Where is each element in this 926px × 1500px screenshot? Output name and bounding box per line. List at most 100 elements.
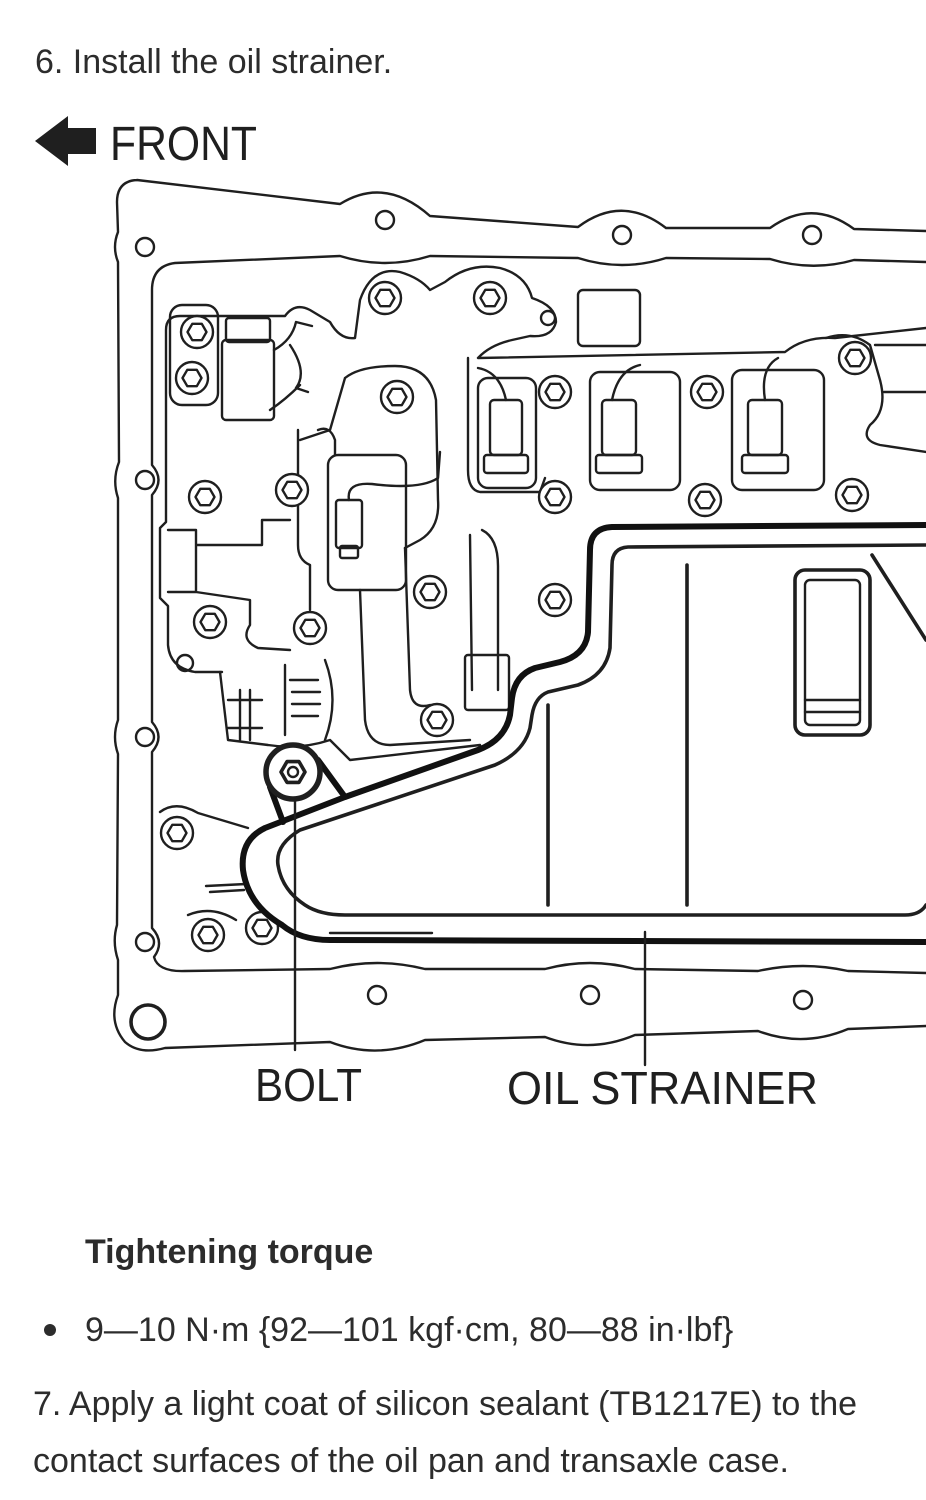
solenoid-bank-outline — [466, 356, 547, 494]
wire-connector — [463, 653, 511, 712]
solenoid-2-body — [600, 398, 638, 457]
mid-solenoid-plug — [338, 544, 360, 560]
bolt-hex-head — [299, 618, 321, 638]
bolt-flange — [689, 374, 725, 410]
valve-body-bolts — [159, 280, 873, 953]
bolt-hole — [134, 931, 156, 953]
solenoid-1-cap — [482, 453, 530, 475]
bolt-holes — [134, 209, 823, 1011]
torque-heading: Tightening torque — [85, 1233, 374, 1271]
bolt — [190, 917, 226, 953]
bolt-center — [286, 765, 300, 779]
strainer-inner-edge — [275, 543, 926, 917]
strainer-window-outer — [793, 568, 872, 737]
bracket — [226, 688, 264, 742]
wire — [468, 528, 500, 692]
torque-list-item: 9—10 N·m {92—101 kgf·cm, 80—88 in·lbf} — [0, 1308, 926, 1352]
bolt-flange — [174, 360, 210, 396]
bolt-hex-head — [479, 288, 501, 308]
bolt-hole — [366, 984, 388, 1006]
bolt — [537, 479, 573, 515]
bolt-hex-head — [544, 382, 566, 402]
solenoid-wires — [476, 356, 780, 402]
oil-strainer-label: OIL STRAINER — [507, 1062, 818, 1114]
mid-solenoid-connector — [334, 498, 364, 550]
strainer-window-bar — [803, 698, 862, 714]
bolt-hole — [611, 224, 633, 246]
bolt-flange — [537, 582, 573, 618]
strainer-window-inner — [803, 578, 862, 727]
bolt-hex-head — [197, 925, 219, 945]
bolt-hex-head — [374, 288, 396, 308]
bolt-hex-head — [194, 487, 216, 507]
valve-body-lower-left — [166, 518, 292, 652]
bolt-hex-head — [419, 582, 441, 602]
strainer-outer-edge — [239, 522, 926, 945]
lower-left-details — [158, 805, 250, 922]
bolt-hole — [134, 726, 156, 748]
strainer-rib — [546, 553, 926, 907]
bolt-flange — [292, 610, 328, 646]
bolt-flange — [837, 340, 873, 376]
bolt-hole — [374, 209, 396, 231]
wire — [268, 320, 314, 412]
bolt-flange — [687, 482, 723, 518]
bolt-flange — [159, 815, 195, 851]
wire-harness — [824, 334, 926, 454]
bolt — [159, 815, 195, 851]
bolt-label: BOLT — [255, 1059, 362, 1111]
bolt-hole — [134, 469, 156, 491]
oil-pan-flange — [113, 178, 926, 1052]
torque-list: 9—10 N·m {92—101 kgf·cm, 80—88 in·lbf} — [0, 1308, 926, 1352]
bolt-hole — [579, 984, 601, 1006]
solenoid-2-cap — [594, 453, 644, 475]
strainer-body-fill — [242, 525, 926, 942]
bolt — [292, 610, 328, 646]
large-bolt-hole — [129, 1003, 167, 1041]
bolt — [689, 374, 725, 410]
valve-body — [158, 265, 926, 953]
bolt-hex-head — [841, 485, 863, 505]
bolt — [187, 479, 223, 515]
bolt-hex-head — [251, 918, 273, 938]
bolt-hex-head — [281, 480, 303, 500]
strainer-bolt — [263, 742, 348, 825]
flange-inner-edge — [150, 254, 926, 975]
bolt — [379, 379, 415, 415]
oil-passage — [296, 427, 337, 612]
bolt-flange — [834, 477, 870, 513]
bolt — [472, 280, 508, 316]
bolt-flange — [192, 604, 228, 640]
strainer-window — [793, 568, 872, 737]
bolt-flange — [419, 702, 455, 738]
oil-strainer-installation-figure: FRONT — [35, 116, 926, 1114]
bolt-hex-head — [166, 823, 188, 843]
bolt — [687, 482, 723, 518]
upper-block — [576, 288, 642, 348]
valve-link — [298, 364, 440, 550]
bolt-flange — [179, 314, 215, 350]
solenoid-1-housing — [476, 376, 538, 490]
callouts: BOLT OIL STRAINER — [255, 798, 818, 1114]
bullet-dot — [44, 1324, 56, 1336]
bolt-flange — [379, 379, 415, 415]
bolt-hex-head — [694, 490, 716, 510]
connector-housing — [220, 338, 276, 422]
return-spring — [283, 658, 334, 742]
bolt-hex-head — [386, 387, 408, 407]
torque-spec: 9—10 N·m {92—101 kgf·cm, 80—88 in·lbf} — [85, 1311, 734, 1349]
bolt-hex-head — [844, 348, 866, 368]
bolt-hex-head — [279, 759, 307, 785]
bolt-flange — [537, 374, 573, 410]
flange-outer-edge — [113, 178, 926, 1052]
bolt-hole — [801, 224, 823, 246]
bolt-hex-head — [544, 487, 566, 507]
mid-solenoid — [326, 453, 408, 592]
step-7-instruction: 7. Apply a light coat of silicon sealant… — [33, 1385, 858, 1480]
bolt-boss — [263, 742, 323, 802]
bolt-hole — [792, 989, 814, 1011]
left-valve-block — [168, 303, 220, 407]
bolt-flange — [274, 472, 310, 508]
solenoid-3-cap — [740, 453, 790, 475]
valve-body-outline — [158, 265, 926, 674]
